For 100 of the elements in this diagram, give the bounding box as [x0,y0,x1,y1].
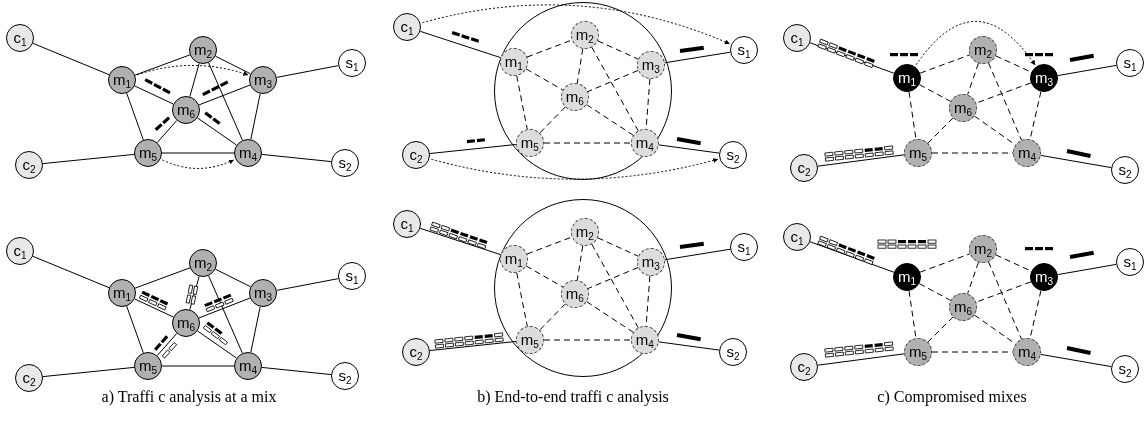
link-line [126,92,144,141]
link-line [1057,263,1117,276]
client-node: c$_{2}$ [402,141,430,169]
link-line [975,82,1032,104]
link-line [156,120,178,143]
link-line [276,65,339,78]
link-line [215,55,251,75]
link-line [526,236,573,255]
compromised-mix-node: m$_{3}$ [1030,263,1058,291]
mix-node: m$_{3}$ [636,50,665,79]
compromised-mix-node: m$_{3}$ [1030,64,1058,92]
link-line [908,290,917,339]
mix-node: m$_{2}$ [969,235,997,263]
link-line [995,254,1032,272]
link-line [419,30,502,59]
mix-node: m$_{4}$ [234,139,262,167]
link-line [161,152,235,154]
link-line [525,68,564,91]
link-line [134,54,191,76]
link-line [1040,353,1112,368]
client-node: c$_{1}$ [783,24,811,52]
link-line [817,353,905,366]
link-line [42,153,135,165]
link-line [208,62,243,141]
mix-node: m$_{4}$ [630,325,659,354]
link-line [198,84,251,106]
link-line [975,281,1032,303]
link-line [927,316,954,343]
link-line [664,51,731,64]
link-line [189,275,200,311]
link-line [664,248,731,261]
mix-node: m$_{2}$ [570,217,599,246]
link-line [576,245,584,281]
mix-node: m$_{1}$ [499,47,528,76]
link-line [134,85,174,105]
link-line [658,341,720,351]
compromised-mix-node: m$_{1}$ [893,64,921,92]
link-line [261,366,332,376]
link-line [995,55,1032,73]
server-node: s$_{1}$ [1116,49,1144,77]
link-line [516,75,528,130]
mix-node: m$_{5}$ [134,352,162,380]
link-line [586,301,634,333]
link-line [32,42,110,76]
link-line [250,93,261,140]
link-line [539,106,566,134]
link-line [161,365,235,367]
link-line [134,267,191,289]
client-node: c$_{1}$ [393,210,421,238]
flow-arrow [136,64,249,76]
link-line [591,243,639,329]
link-line [967,261,979,295]
server-node: s$_{2}$ [1111,156,1139,184]
link-line [809,42,895,74]
mix-node: m$_{1}$ [499,244,528,273]
link-line [516,272,528,327]
link-line [134,298,174,318]
server-node: s$_{2}$ [719,338,747,366]
figure-caption: c) Compromised mixes [877,388,1027,406]
mix-node: m$_{6}$ [172,96,200,124]
server-node: s$_{1}$ [730,36,758,64]
link-line [1057,64,1117,77]
server-node: s$_{2}$ [719,141,747,169]
client-node: c$_{2}$ [402,338,430,366]
mix-node: m$_{2}$ [969,36,997,64]
mix-node: m$_{2}$ [570,20,599,49]
link-line [918,84,952,102]
mix-node: m$_{6}$ [949,94,977,122]
mix-node: m$_{1}$ [108,66,136,94]
mix-node: m$_{6}$ [560,82,589,111]
mix-node: m$_{4}$ [1013,338,1041,366]
link-line [587,266,639,290]
link-line [429,340,517,352]
link-line [526,39,573,58]
server-node: s$_{1}$ [1116,248,1144,276]
link-line [988,62,1022,141]
mix-node: m$_{3}$ [636,247,665,276]
link-line [586,104,634,136]
mix-node: m$_{4}$ [1013,139,1041,167]
mix-node: m$_{3}$ [249,66,277,94]
server-node: s$_{1}$ [730,233,758,261]
client-node: c$_{2}$ [15,364,43,392]
link-line [587,69,639,93]
link-line [197,117,237,146]
mix-node: m$_{2}$ [189,249,217,277]
server-node: s$_{1}$ [338,49,366,77]
server-node: s$_{2}$ [331,149,359,177]
mix-node: m$_{6}$ [560,279,589,308]
link-line [208,275,243,354]
link-line [988,261,1022,340]
link-line [156,333,178,356]
mix-node: m$_{5}$ [904,139,932,167]
link-line [543,142,632,144]
link-line [809,241,895,273]
link-line [32,255,110,289]
client-node: c$_{1}$ [783,223,811,251]
link-line [525,265,564,288]
link-line [591,46,639,132]
link-line [918,283,952,301]
link-line [597,40,639,60]
